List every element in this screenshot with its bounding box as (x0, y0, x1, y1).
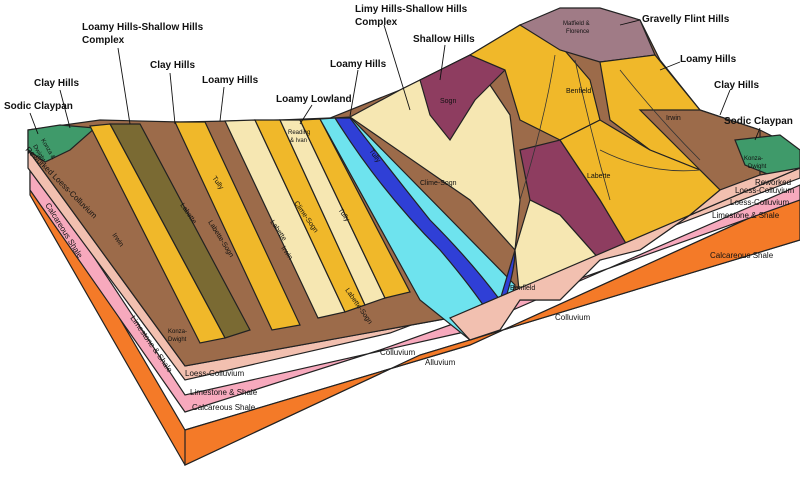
unit-matfield-florence-1: Matfield & (563, 21, 590, 27)
unit-benfield-lower: Benfield (510, 285, 535, 292)
unit-sogn: Sogn (440, 98, 456, 105)
drainage-lines (519, 54, 701, 201)
callout-loamy-hills-shallow-hills-complex-line2: Complex (82, 35, 125, 46)
callout-shallow-hills: Shallow Hills (413, 34, 475, 45)
callout-loamy-hills-center: Loamy Hills (330, 59, 387, 70)
layer-calcareous-shale-front: Calcareous Shale (192, 403, 256, 412)
callout-limy-hills-shallow-hills-complex-line2: Complex (355, 17, 398, 28)
stream-channel (333, 117, 516, 316)
unit-konza-dwight-right-1: Konza- (744, 156, 763, 162)
unit-labette-right: Labette (587, 173, 610, 180)
unit-clime-sogn-right: Clime-Sogn (420, 180, 457, 187)
callout-gravelly-flint-hills: Gravelly Flint Hills (642, 14, 730, 25)
callout-clay-hills-right: Clay Hills (714, 80, 759, 91)
leader-lines (29, 19, 761, 141)
layer-reworked-right-2: Loess-Colluvium (735, 186, 794, 195)
callout-sodic-claypan-right: Sodic Claypan (724, 116, 793, 127)
layer-limestone-shale-front: Limestone & Shale (190, 388, 258, 397)
unit-konza-dwight-left-1: Konza- (168, 329, 187, 335)
gold-strip-2 (174, 121, 301, 331)
callout-loamy-hills-right: Loamy Hills (680, 54, 737, 65)
sodic-claypan-right-patch (734, 134, 800, 176)
callout-loamy-hills-left: Loamy Hills (202, 75, 259, 86)
colluvium-toe (448, 167, 800, 341)
landscape-surface (27, 7, 800, 367)
layer-colluvium-center: Colluvium (380, 348, 415, 357)
callout-loamy-hills-shallow-hills-complex-line1: Loamy Hills-Shallow Hills (82, 22, 204, 33)
layer-colluvium-right: Colluvium (555, 313, 590, 322)
front-face-shale-lower (184, 194, 800, 466)
clime-sogn-slope (348, 54, 521, 252)
layer-loess-colluvium-right: Loess-Colluvium (730, 198, 789, 207)
gold-strip-1 (89, 123, 226, 344)
sodic-claypan-left-patch (27, 124, 97, 163)
layer-alluvium: Alluvium (425, 358, 456, 367)
layer-calcareous-shale-right: Calcareous Shale (710, 251, 774, 260)
unit-konza-dwight-right-2: Dwight (748, 164, 767, 170)
unit-konza-dwight-left-2: Dwight (168, 337, 187, 343)
callout-limy-hills-shallow-hills-complex-line1: Limy Hills-Shallow Hills (355, 4, 468, 15)
unit-reading-ivan-2: & Ivan (290, 138, 307, 144)
unit-reading-ivan-1: Reading (288, 130, 310, 136)
callout-clay-hills-mid: Clay Hills (150, 60, 195, 71)
layer-limestone-shale-right: Limestone & Shale (712, 211, 780, 220)
callout-clay-hills-left: Clay Hills (34, 78, 79, 89)
summit-mauve (518, 7, 656, 63)
unit-matfield-florence-2: Florence (566, 29, 590, 35)
unit-benfield-upper: Benfield (566, 88, 591, 95)
front-face-limestone-shale (29, 158, 800, 413)
gold-strip-4 (299, 118, 411, 299)
callout-sodic-claypan-left: Sodic Claypan (4, 101, 73, 112)
callout-labels: Loamy Hills-Shallow Hills Complex Clay H… (4, 4, 793, 127)
layer-reworked-right-1: Reworked (755, 178, 791, 187)
layer-loess-colluvium-left: Loess-Colluvium (185, 369, 244, 378)
unit-irwin-right: Irwin (666, 115, 681, 122)
callout-loamy-lowland: Loamy Lowland (276, 94, 352, 105)
